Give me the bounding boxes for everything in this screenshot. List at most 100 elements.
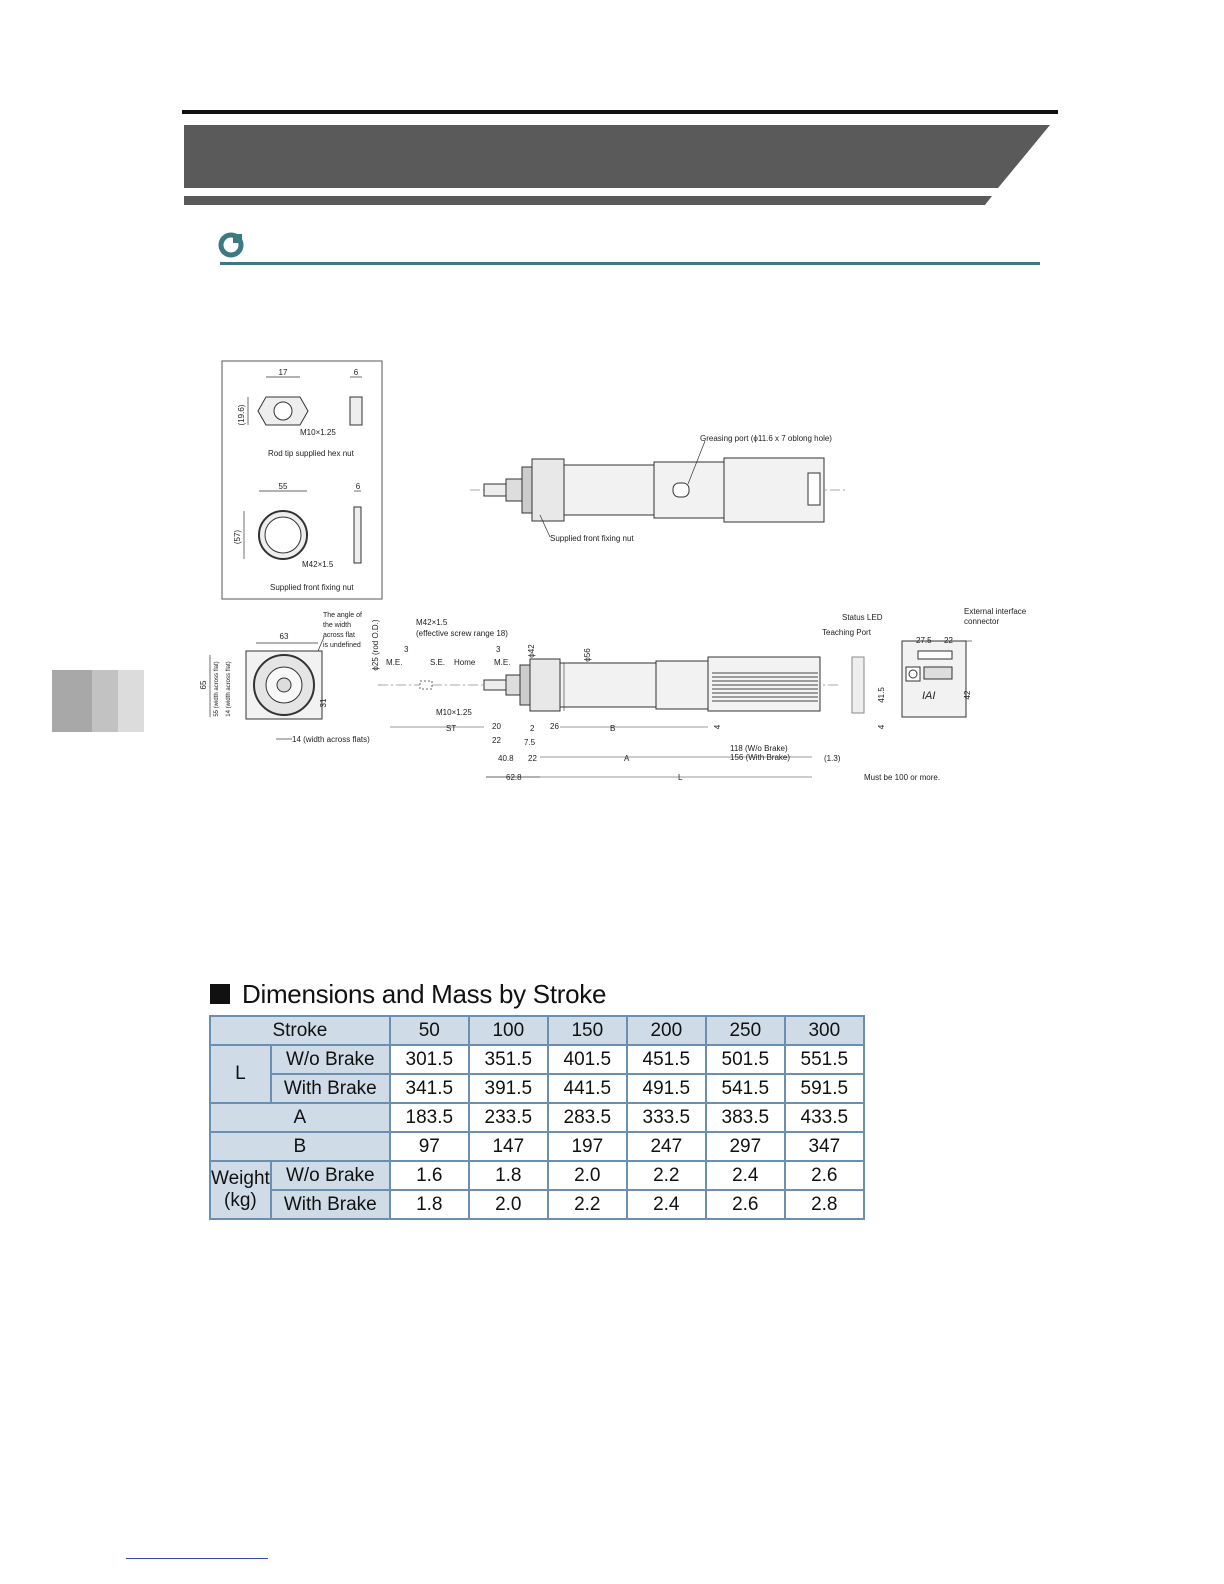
weight-wo-value: 2.0 [546, 1160, 628, 1191]
dimension-drawing: 17 6 (19.6) M10×1.25 Rod tip supplied he… [200, 360, 1027, 782]
actuator-side-view: M42×1.5 (effective screw range 18) ϕ25 (… [371, 618, 940, 782]
front-nut-thick: 6 [356, 482, 361, 491]
weight-wo-value: 2.6 [783, 1160, 865, 1191]
l-row-label: L [209, 1044, 272, 1104]
angle-note-2: the width [323, 622, 351, 629]
weight-with-value: 1.8 [388, 1189, 470, 1220]
weight-wo-label: W/o Brake [269, 1160, 391, 1191]
stroke-value: 300 [783, 1015, 865, 1046]
chapter-side-tab [52, 670, 144, 732]
conn-d4: 4 [877, 724, 886, 729]
thread-main: M42×1.5 [416, 618, 448, 627]
a-row-label: A [209, 1102, 391, 1133]
angle-note-1: The angle of [323, 612, 362, 619]
b-row-label: B [209, 1131, 391, 1162]
weight-wo-value: 1.6 [388, 1160, 470, 1191]
end-view-width: 63 [280, 632, 289, 641]
table-row: With Brake 1.8 2.0 2.2 2.4 2.6 2.8 [210, 1189, 865, 1220]
stroke-value: 200 [625, 1015, 707, 1046]
actuator-top-view: Greasing port (ϕ11.6 x 7 oblong hole) Su… [470, 434, 848, 543]
d13: (1.3) [824, 754, 841, 763]
weight-with-value: 2.0 [467, 1189, 549, 1220]
connector-view: Status LED Teaching Port External interf… [822, 607, 1027, 729]
l-with-value: 441.5 [546, 1073, 628, 1104]
front-nut-height: (57) [233, 530, 242, 545]
stroke-value: 250 [704, 1015, 786, 1046]
d75: 7.5 [524, 738, 536, 747]
front-nut-thread: M42×1.5 [302, 560, 334, 569]
a-value: 233.5 [467, 1102, 549, 1133]
st-label: ST [446, 724, 456, 733]
table-row: A 183.5 233.5 283.5 333.5 383.5 433.5 [209, 1102, 865, 1133]
dimensions-table: Stroke 50 100 150 200 250 300 L W/o Brak… [209, 1015, 865, 1220]
b-value: 297 [704, 1131, 786, 1162]
l-with-label: With Brake [269, 1073, 391, 1104]
d26: 26 [550, 722, 559, 731]
weight-label-line1: Weight [211, 1168, 270, 1189]
d2: 2 [530, 724, 535, 733]
table-row: L W/o Brake 301.5 351.5 401.5 451.5 501.… [209, 1044, 865, 1104]
teaching-port-label: Teaching Port [822, 628, 872, 637]
l-wo-value: 451.5 [625, 1044, 707, 1075]
end-view-height: 65 [200, 680, 208, 689]
hex-nut-width: 17 [279, 368, 288, 377]
ext-if-label-1: External interface [964, 607, 1027, 616]
front-nut-width: 55 [279, 482, 288, 491]
l-wo-value: 351.5 [467, 1044, 549, 1075]
d4: 4 [713, 724, 722, 729]
hex-nut-detail: 17 6 (19.6) M10×1.25 Rod tip supplied he… [237, 368, 363, 458]
actuator-end-view: 63 65 55 (width across flat) 14 (width a… [200, 612, 370, 744]
conn-d42: 42 [963, 690, 972, 699]
me-left: M.E. [386, 658, 402, 667]
weight-with-value: 2.8 [783, 1189, 865, 1220]
d20: 20 [492, 722, 501, 731]
three-b: 3 [496, 645, 501, 654]
d408: 40.8 [498, 754, 514, 763]
table-heading: Dimensions and Mass by Stroke [210, 976, 606, 1012]
table-row: With Brake 341.5 391.5 441.5 491.5 541.5… [210, 1073, 865, 1104]
stroke-value: 100 [467, 1015, 549, 1046]
weight-wo-value: 2.2 [625, 1160, 707, 1191]
d415: 41.5 [877, 687, 886, 703]
dia-56: ϕ56 [583, 648, 592, 662]
l-label: L [678, 773, 683, 782]
top-rule [182, 110, 1058, 114]
weight-with-value: 2.4 [625, 1189, 707, 1220]
table-row: B 97 147 197 247 297 347 [209, 1131, 865, 1162]
b-value: 97 [388, 1131, 470, 1162]
b-value: 147 [467, 1131, 549, 1162]
three-a: 3 [404, 645, 409, 654]
table-title: Dimensions and Mass by Stroke [242, 978, 607, 1009]
d22a: 22 [492, 736, 501, 745]
end-view-flats-55: 55 (width across flat) [214, 661, 220, 716]
screw-range: (effective screw range 18) [416, 629, 508, 638]
angle-note-4: is undefined [323, 642, 361, 649]
weight-label-line2: (kg) [224, 1190, 257, 1211]
hex-nut-height: (19.6) [237, 404, 246, 425]
front-nut-detail: 55 6 (57) M42×1.5 Supplied front fixing … [233, 482, 362, 592]
weight-row-label: Weight (kg) [209, 1160, 272, 1220]
l-with-value: 341.5 [388, 1073, 470, 1104]
b-value: 197 [546, 1131, 628, 1162]
footer-link-underline [126, 1558, 268, 1559]
a-value: 333.5 [625, 1102, 707, 1133]
table-row: Stroke 50 100 150 200 250 300 [209, 1015, 865, 1046]
status-led-label: Status LED [842, 613, 883, 622]
stroke-value: 150 [546, 1015, 628, 1046]
weight-with-value: 2.6 [704, 1189, 786, 1220]
iai-logo: IAI [922, 690, 935, 702]
home-label: Home [454, 658, 476, 667]
hex-nut-caption: Rod tip supplied hex nut [268, 449, 355, 458]
a-value: 433.5 [783, 1102, 865, 1133]
clearance-label: Must be 100 or more. [864, 773, 940, 782]
dia-42: ϕ42 [527, 644, 536, 658]
rod-thread: M10×1.25 [436, 708, 472, 717]
weight-wo-value: 1.8 [467, 1160, 549, 1191]
top-fixing-nut-label: Supplied front fixing nut [550, 534, 634, 543]
b-label: B [610, 724, 615, 733]
front-nut-caption: Supplied front fixing nut [270, 583, 354, 592]
se-label: S.E. [430, 658, 445, 667]
l-with-value: 591.5 [783, 1073, 865, 1104]
stroke-label: Stroke [209, 1015, 391, 1046]
conn-d22: 22 [944, 636, 953, 645]
